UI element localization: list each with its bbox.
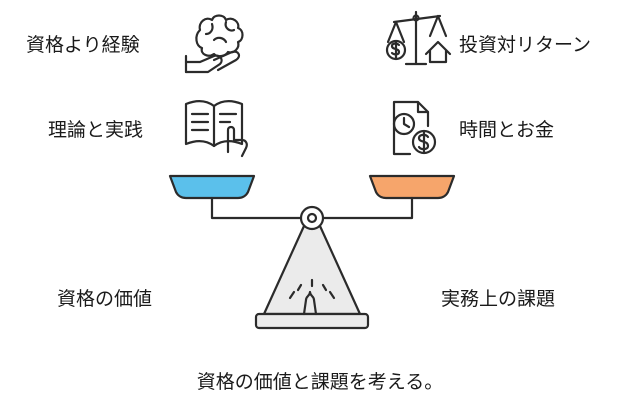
label-experience-over-qualification: 資格より経験 [26, 34, 140, 56]
label-practical-challenges: 実務上の課題 [441, 288, 556, 310]
label-qualification-value: 資格の価値 [57, 288, 153, 310]
brain-hand-icon [184, 14, 244, 74]
book-pointer-icon [184, 100, 248, 158]
label-theory-and-practice: 理論と実践 [48, 119, 144, 141]
scale-dial [288, 278, 336, 316]
clock-dollar-document-icon [392, 100, 437, 156]
diagram-caption: 資格の価値と課題を考える。 [196, 371, 444, 393]
scale-pivot [299, 205, 325, 231]
balance-money-house-icon [385, 10, 452, 66]
scale-base [254, 312, 370, 330]
label-return-on-investment: 投資対リターン [459, 34, 592, 56]
scale-right-pan [368, 174, 456, 200]
scale-left-pan [168, 174, 256, 200]
scale-fulcrum [262, 224, 362, 316]
label-time-and-money: 時間とお金 [459, 119, 555, 141]
